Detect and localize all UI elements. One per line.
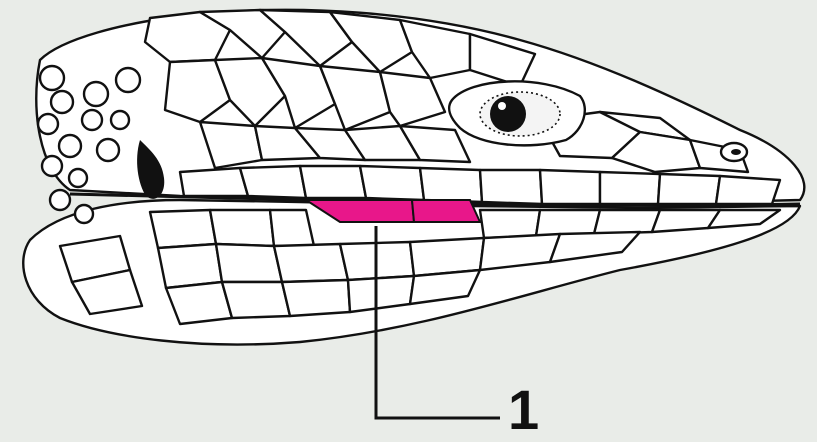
nostril-icon <box>731 149 741 155</box>
eye <box>449 81 585 145</box>
highlight-scale-2 <box>412 200 480 222</box>
callout-label-1: 1 <box>508 382 539 438</box>
eye-highlight-icon <box>498 102 506 110</box>
pupil-icon <box>490 96 526 132</box>
